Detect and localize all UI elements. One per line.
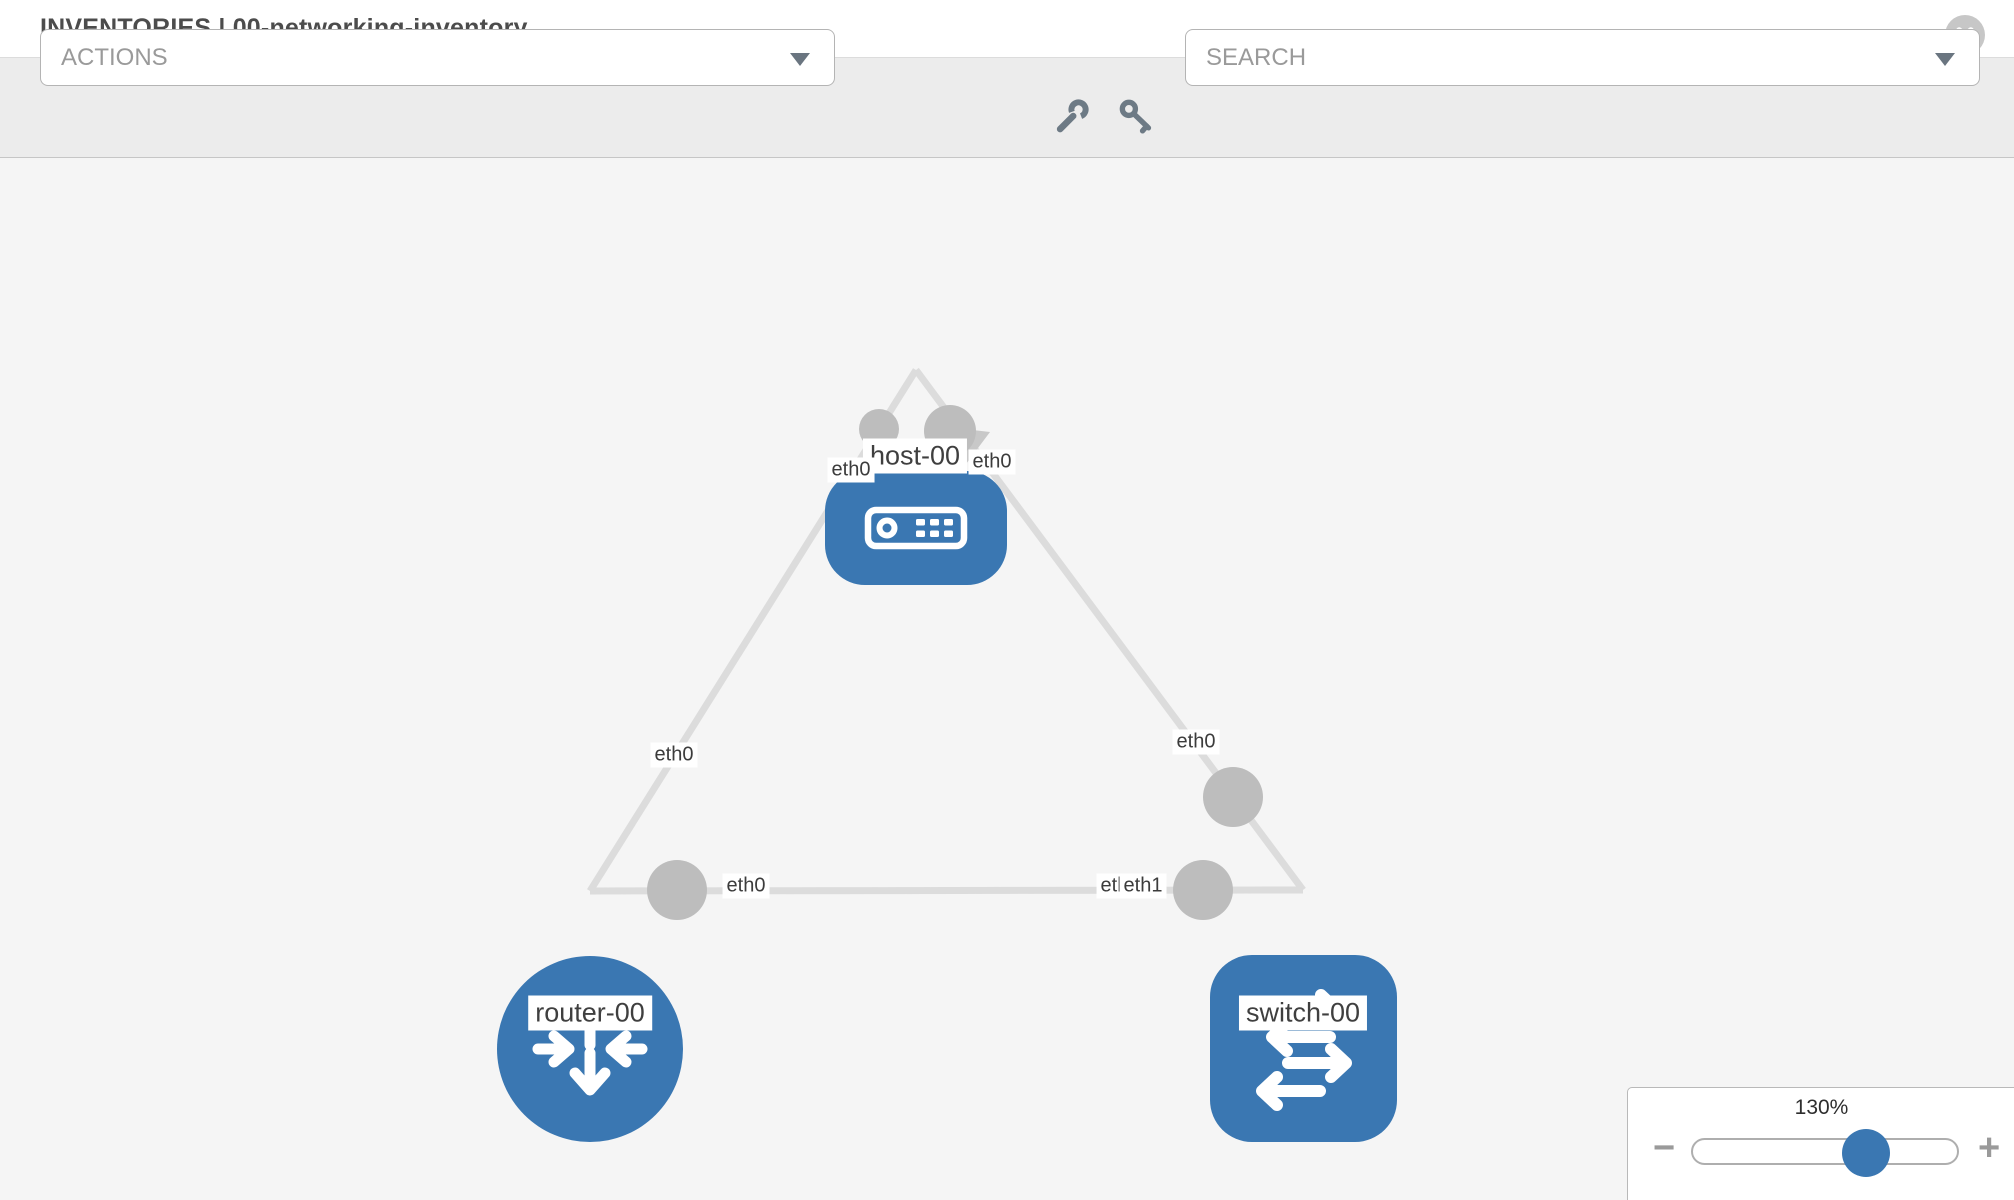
interface-connector[interactable] <box>1173 860 1233 920</box>
search-dropdown-value: SEARCH <box>1206 44 1307 71</box>
zoom-out-button[interactable]: − <box>1653 1127 1676 1169</box>
interface-label: eth0 <box>1172 729 1220 755</box>
topology-canvas[interactable]: host-00 router-00 switch-00 eth0 eth0 et… <box>0 158 2014 1200</box>
chevron-down-icon <box>1935 53 1955 66</box>
interface-label: eth0 <box>827 457 875 483</box>
actions-dropdown-value: ACTIONS <box>61 44 168 71</box>
interface-connector[interactable] <box>1203 767 1263 827</box>
node-label-router: router-00 <box>528 995 652 1031</box>
node-label-host: host-00 <box>862 438 968 474</box>
interface-label: eth0 <box>650 742 698 768</box>
zoom-slider-thumb[interactable] <box>1842 1129 1890 1177</box>
zoom-in-button[interactable]: + <box>1978 1127 2001 1169</box>
node-router-00[interactable] <box>497 956 683 1142</box>
actions-dropdown[interactable]: ACTIONS <box>40 29 835 86</box>
search-dropdown[interactable]: SEARCH <box>1185 29 1980 86</box>
interface-label: eth0 <box>722 873 770 899</box>
interface-connector[interactable] <box>647 860 707 920</box>
node-label-switch: switch-00 <box>1238 995 1368 1031</box>
topology-links-layer <box>587 367 1306 920</box>
wrench-icon <box>1056 99 1089 133</box>
node-switch-00[interactable] <box>1210 955 1397 1142</box>
wrench-button[interactable] <box>1053 97 1091 135</box>
chevron-down-icon <box>790 53 810 66</box>
key-icon <box>1119 99 1152 134</box>
host-icon <box>864 506 968 550</box>
interface-label: eth0 <box>968 449 1016 475</box>
zoom-panel: 130% − + <box>1627 1087 2014 1200</box>
zoom-slider-track[interactable] <box>1691 1129 1959 1177</box>
interface-label: eth1 <box>1119 873 1167 899</box>
key-button[interactable] <box>1117 97 1155 135</box>
zoom-level: 130% <box>1794 1096 1849 1119</box>
link-host-router[interactable] <box>587 368 919 893</box>
node-host-00[interactable] <box>825 471 1007 585</box>
